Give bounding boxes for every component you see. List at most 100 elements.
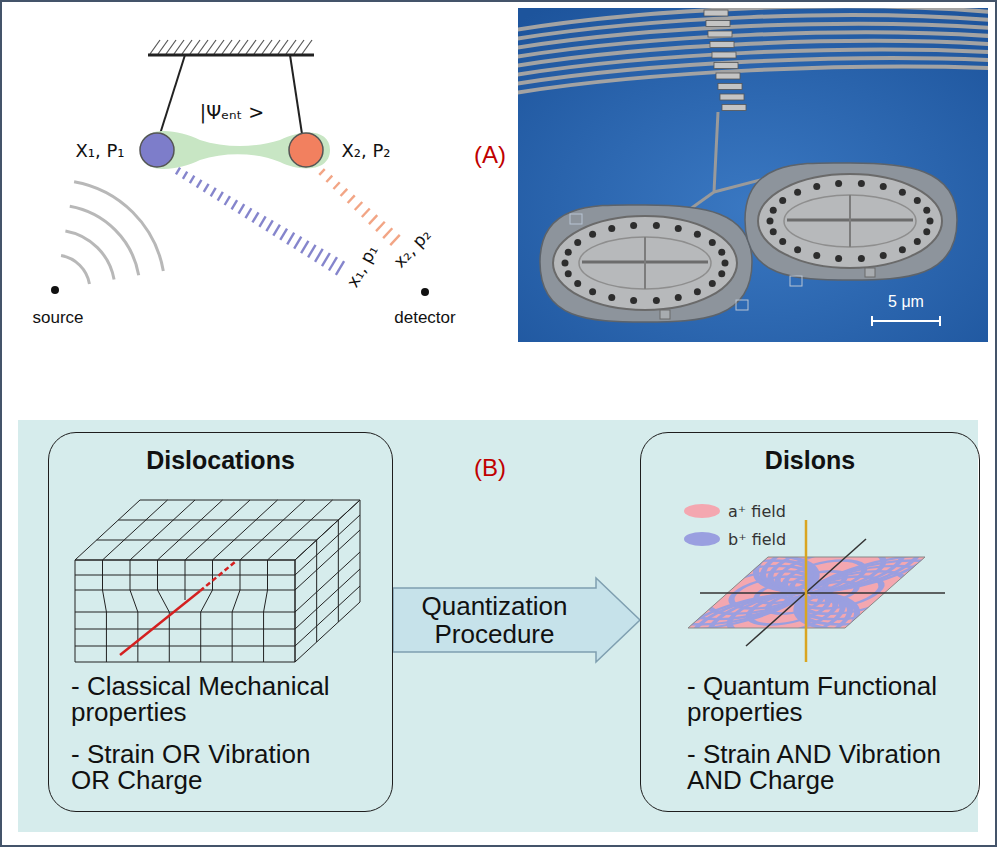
- scale-bar: [871, 316, 873, 326]
- probe-wave: [329, 257, 337, 270]
- probe-wave: [390, 235, 400, 245]
- ceiling-hatch: [174, 40, 184, 54]
- crossbars: [716, 73, 740, 79]
- lattice-grid: [240, 500, 305, 560]
- crossbars: [722, 105, 746, 111]
- lattice-grid: [137, 612, 138, 662]
- ceiling-bar: [148, 54, 314, 57]
- legend-swatch: [684, 532, 720, 546]
- state-label: |Ψₑₙₜ >: [200, 101, 264, 123]
- panel-letter: (B): [474, 454, 506, 482]
- spiral-lines: [518, 8, 988, 93]
- lattice-grid: [338, 520, 339, 622]
- lattice-grid: [200, 612, 201, 662]
- lattice-grid: [295, 515, 360, 575]
- probe-wave: [333, 182, 339, 189]
- probe-wave: [336, 261, 344, 275]
- probe-wave: [280, 229, 287, 240]
- probe-wave: [315, 249, 323, 262]
- string: [290, 55, 302, 134]
- wave-label: x₁, p₁: [342, 241, 381, 290]
- probe-wave: [252, 212, 258, 222]
- resonator-device: [709, 239, 716, 246]
- coordinate-label: X₂, P₂: [341, 140, 390, 161]
- probe-wave: [287, 233, 294, 245]
- probe-wave: [239, 204, 245, 214]
- box-title: Dislocations: [49, 445, 392, 475]
- lattice-grid: [295, 530, 360, 590]
- probe-wave: [319, 169, 399, 245]
- panel-ground: [18, 420, 978, 832]
- resonator-device: [675, 225, 682, 232]
- legend-swatch: [684, 504, 720, 518]
- probe-wave: [176, 168, 344, 275]
- probe-wave: [294, 237, 301, 249]
- lattice-grid: [169, 612, 170, 662]
- ceiling-hatch: [294, 40, 304, 54]
- ceiling-hatch: [206, 40, 216, 54]
- resonator-device: [553, 216, 737, 310]
- scale-label: 5 μm: [888, 293, 924, 311]
- lattice-grid: [75, 575, 295, 576]
- resonator-device: [660, 310, 670, 319]
- resonator-device: [630, 222, 637, 229]
- resonator-device: [694, 231, 701, 238]
- bullet-text: - Strain OR Vibration OR Charge: [71, 741, 343, 793]
- resonator-device: [608, 294, 615, 301]
- probe-wave: [376, 222, 385, 231]
- probe-wave: [355, 202, 362, 210]
- probe-wave: [197, 180, 202, 188]
- resonator-device: [562, 222, 729, 304]
- ceiling-hatch: [214, 40, 224, 54]
- resonator-device: [653, 297, 660, 304]
- lattice-grid: [232, 590, 240, 612]
- lattice-grid: [75, 500, 360, 662]
- lattice-grid: [75, 500, 140, 560]
- resonator-device: [718, 249, 725, 256]
- probe-wave: [326, 176, 332, 182]
- probe-wave: [225, 196, 230, 205]
- lattice-grid: [103, 590, 107, 612]
- lattice-grid: [232, 612, 233, 662]
- probe-wave: [218, 192, 223, 201]
- ceiling-hatch: [198, 40, 208, 54]
- crossbars: [718, 84, 742, 90]
- ceiling-hatch: [230, 40, 240, 54]
- lattice-grid: [75, 560, 295, 561]
- detector-dot: [421, 288, 429, 296]
- lattice-grid: [130, 590, 138, 612]
- arrow-label: Quantization Procedure: [410, 592, 580, 648]
- resonator-device: [562, 260, 569, 267]
- rounded-box: Dislons- Quantum Functional properties- …: [640, 432, 980, 812]
- crossbars: [712, 52, 736, 58]
- source-waves: [61, 256, 89, 284]
- lattice-grid: [75, 612, 295, 613]
- field-plane: [558, 518, 997, 667]
- lattice-grid: [75, 662, 295, 663]
- legend-row: a⁺ field: [684, 498, 786, 524]
- resonator-device: [574, 280, 581, 287]
- ceiling-hatch: [222, 40, 232, 54]
- field-plane: [688, 593, 889, 629]
- crossbars: [708, 31, 732, 37]
- rounded-box: Dislocations- Classical Mechanical prope…: [48, 432, 393, 812]
- probe-wave: [322, 253, 330, 266]
- contact-pad: [790, 276, 802, 286]
- entanglement-band: [140, 131, 330, 169]
- lattice-grid: [158, 590, 170, 612]
- block-arrow: [393, 578, 640, 662]
- ceiling-hatch: [262, 40, 272, 54]
- resonator-device: [579, 237, 711, 289]
- resonator-device: [540, 205, 752, 322]
- ceiling-hatch: [158, 40, 168, 54]
- ceiling-hatch: [150, 40, 160, 54]
- panel-letter: (A): [474, 141, 506, 169]
- scale-bar: [939, 316, 941, 326]
- lattice-grid: [295, 560, 296, 662]
- lattice-grid: [75, 612, 76, 662]
- resonator-device: [565, 270, 572, 277]
- resonator-device: [540, 205, 752, 322]
- lattice-grid: [185, 500, 250, 560]
- oscillator-ball: [140, 133, 174, 167]
